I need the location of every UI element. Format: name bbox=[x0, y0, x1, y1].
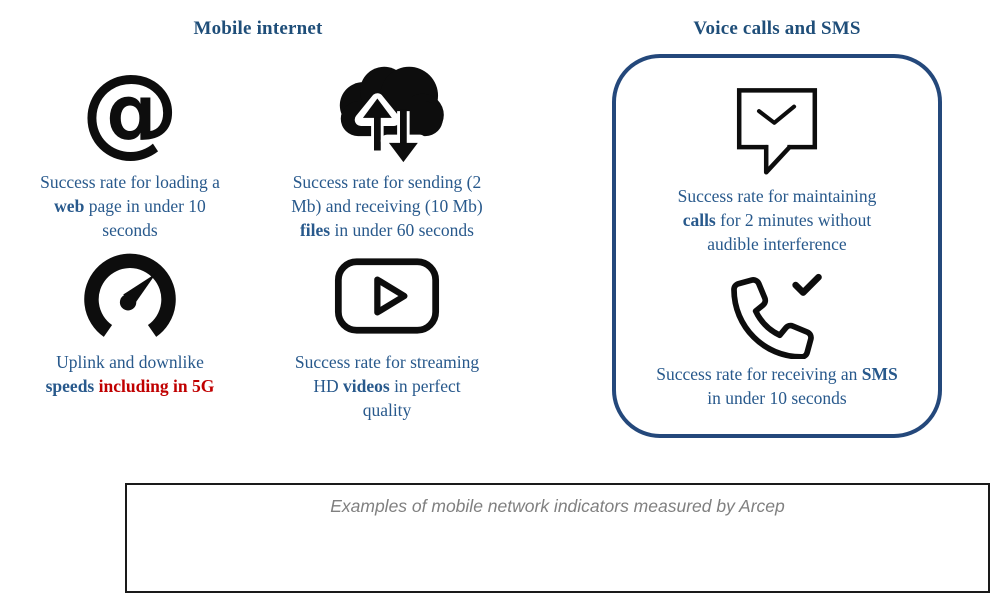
cloud-upload-download-icon bbox=[324, 60, 450, 166]
mobile-internet-title: Mobile internet bbox=[193, 18, 323, 39]
at-icon: @ bbox=[81, 54, 179, 168]
caption-text: Examples of mobile network indicators me… bbox=[330, 496, 785, 516]
caption-box: Examples of mobile network indicators me… bbox=[125, 483, 990, 593]
message-check-icon bbox=[732, 82, 822, 178]
voice-calls-sms-title: Voice calls and SMS bbox=[693, 18, 861, 39]
phone-check-icon bbox=[728, 272, 826, 360]
speedometer-icon bbox=[77, 246, 183, 346]
video-player-icon bbox=[334, 246, 440, 346]
